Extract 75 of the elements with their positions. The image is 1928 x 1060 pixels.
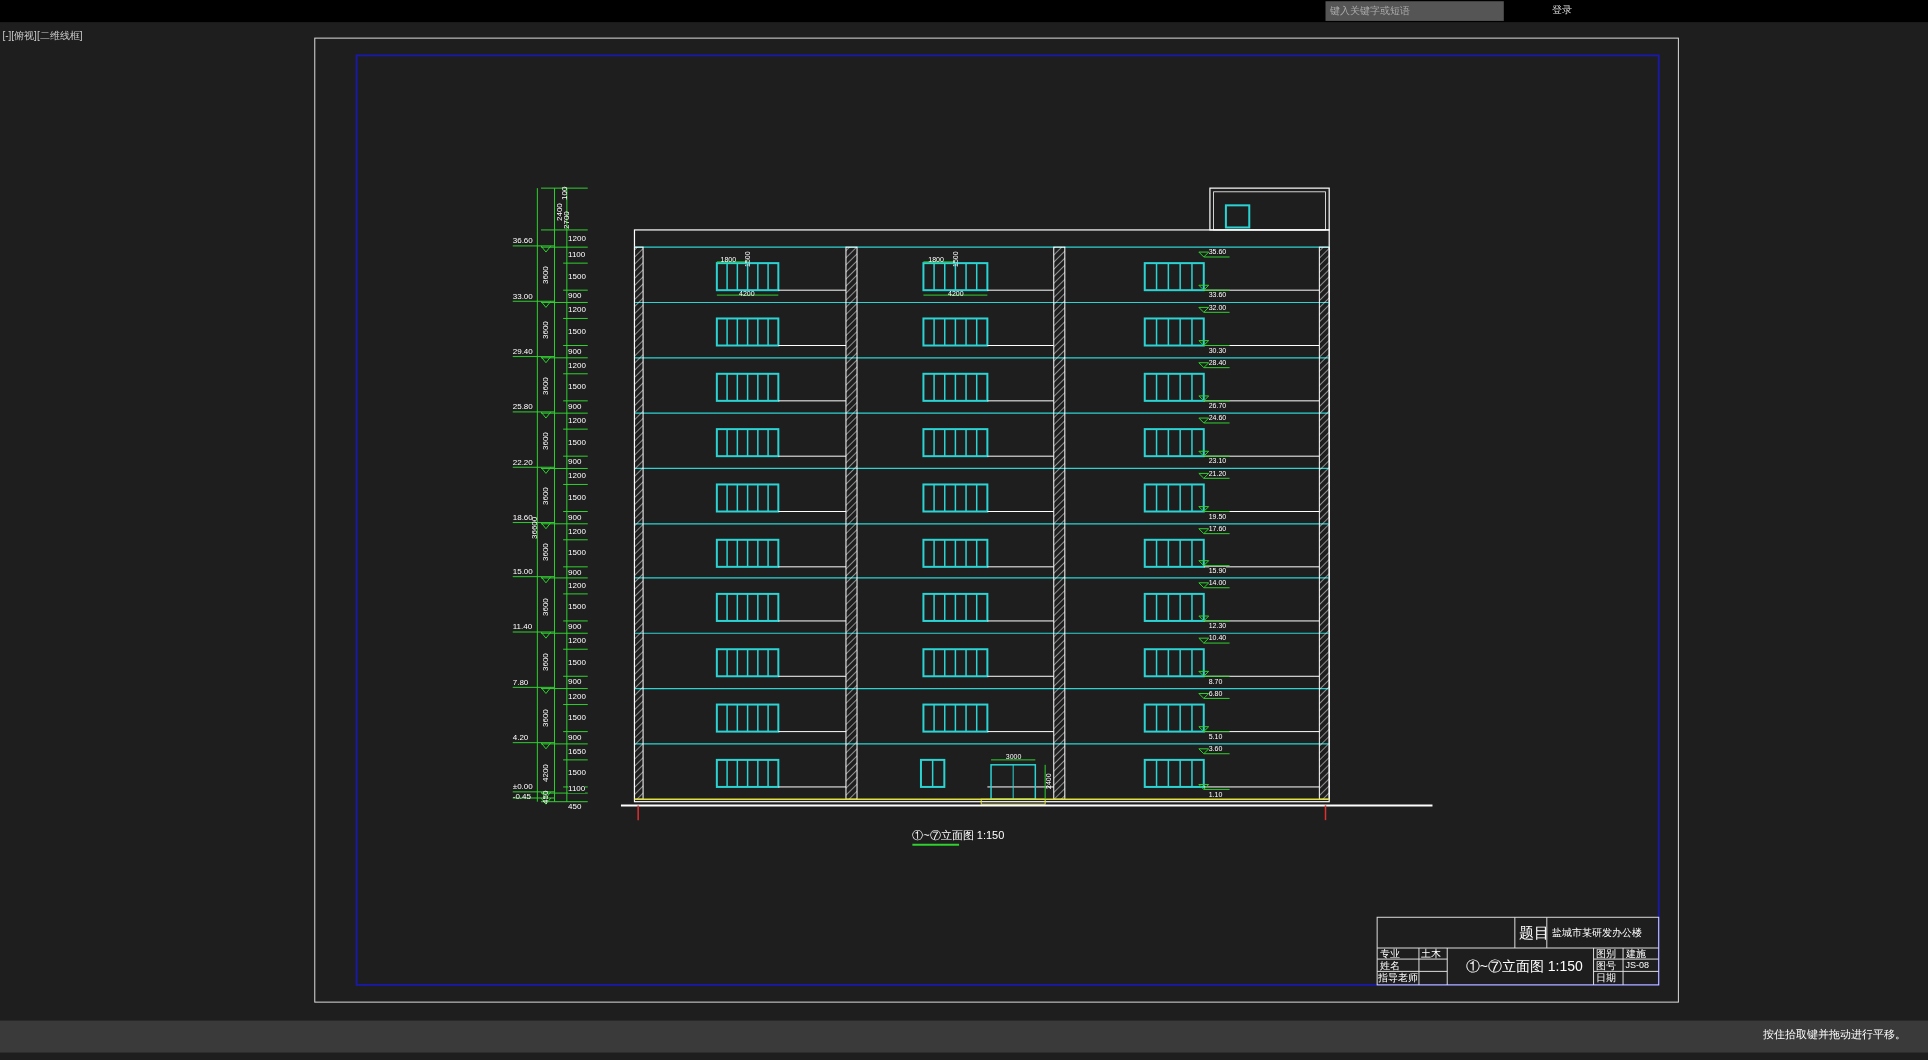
dimension-text: 900 bbox=[568, 513, 582, 522]
elevation-mark-label: -0.45 bbox=[512, 793, 531, 802]
status-message: 按住拾取键并拖动进行平移。 bbox=[1763, 1029, 1907, 1041]
dimension-text: 900 bbox=[568, 458, 582, 467]
viewport-label: [-][俯视][二维线框] bbox=[2, 30, 83, 41]
dimension-text: 1200 bbox=[568, 306, 586, 315]
elevation-mark-label: 29.40 bbox=[512, 347, 533, 356]
elevation-mark-label: 36.60 bbox=[512, 237, 533, 246]
dimension-text: 900 bbox=[568, 347, 582, 356]
dimension-text: 900 bbox=[568, 292, 582, 301]
title-block-text: 盐城市某研发办公楼 bbox=[1551, 928, 1642, 939]
elevation-mark-label: 22.20 bbox=[512, 458, 533, 467]
dimension-text: 100 bbox=[560, 187, 569, 201]
title-block-text: 图号 bbox=[1596, 960, 1616, 971]
dimension-text: 1200 bbox=[568, 361, 586, 370]
dimension-text: 900 bbox=[568, 733, 582, 742]
dimension-text: 4200 bbox=[542, 764, 551, 782]
title-block-text: 姓名 bbox=[1379, 960, 1400, 971]
dimension-text: 3600 bbox=[542, 487, 551, 506]
dimension-text: 1100 bbox=[568, 785, 586, 794]
title-block-text: JS-08 bbox=[1625, 960, 1650, 970]
dimension-text: 900 bbox=[568, 569, 582, 577]
dimension-text: 1200 bbox=[568, 637, 586, 646]
dimension-text: 1650 bbox=[568, 747, 586, 756]
elevation-mark-label: 4.20 bbox=[512, 734, 529, 743]
dimension-text: 1500 bbox=[568, 494, 586, 502]
dimension-text: 900 bbox=[568, 678, 582, 687]
dimension-text: 1500 bbox=[568, 383, 586, 392]
dimension-text: 3600 bbox=[542, 376, 551, 395]
dimension-text: 1500 bbox=[568, 272, 586, 281]
elevation-mark-label: 7.80 bbox=[512, 678, 529, 687]
dimension-text: 3600 bbox=[542, 708, 551, 727]
elevation-mark-label: 33.00 bbox=[512, 292, 533, 301]
dimension-text: 2400 bbox=[555, 203, 564, 222]
dimension-text: 1500 bbox=[568, 603, 586, 612]
dimension-text: 3600 bbox=[542, 266, 551, 285]
title-block-text: 指导老师 bbox=[1378, 973, 1419, 984]
dimension-text: 1200 bbox=[568, 692, 586, 701]
login-link: 登录 bbox=[1551, 4, 1572, 15]
dimension-text: 1200 bbox=[568, 581, 586, 590]
dimension-text: 1200 bbox=[568, 527, 586, 536]
dimension-text: 1200 bbox=[568, 234, 586, 243]
dimension-text: 1500 bbox=[568, 769, 586, 778]
title-block-title: ①~⑦立面图 1:150 bbox=[1465, 959, 1583, 974]
title-block-text: 专业 bbox=[1379, 949, 1400, 960]
drawing-title: ①~⑦立面图 1:150 bbox=[912, 829, 1005, 841]
dimension-text: 2700 bbox=[563, 210, 572, 229]
dimension-text: 1500 bbox=[568, 714, 586, 723]
dimension-text: 3600 bbox=[542, 432, 551, 450]
dimension-text: 1200 bbox=[568, 417, 586, 426]
search-placeholder: 键入关键字或短语 bbox=[1330, 6, 1411, 17]
dimension-text: 900 bbox=[568, 623, 582, 632]
dimension-text: 3600 bbox=[542, 653, 551, 672]
title-block-heading: 题目 bbox=[1518, 924, 1549, 940]
dimension-text: 1100 bbox=[568, 251, 586, 260]
elevation-mark-label: 15.00 bbox=[512, 568, 533, 577]
dimension-text: 1200 bbox=[568, 472, 586, 481]
dimension-text: 1500 bbox=[568, 549, 586, 558]
elevation-mark-label: 11.40 bbox=[512, 623, 533, 632]
dimension-text: 900 bbox=[568, 403, 582, 411]
dimension-text: 1500 bbox=[568, 658, 586, 667]
title-block-text: 建施 bbox=[1625, 949, 1646, 960]
dimension-text: 1500 bbox=[568, 438, 586, 447]
title-block-text: 图别 bbox=[1596, 949, 1616, 960]
dimension-text: 450 bbox=[542, 790, 551, 805]
title-block-text: 日期 bbox=[1596, 973, 1616, 984]
elevation-mark-label: ±0.00 bbox=[512, 783, 533, 792]
dimension-text: 3600 bbox=[542, 542, 551, 561]
elevation-mark-label: 18.60 bbox=[512, 513, 533, 522]
dimension-text: 3600 bbox=[542, 598, 551, 616]
dimension-text: 1500 bbox=[568, 328, 586, 336]
dimension-text: 450 bbox=[568, 802, 582, 811]
elevation-mark-label: 25.80 bbox=[512, 403, 533, 412]
dimension-text: 3600 bbox=[542, 321, 551, 340]
title-block-text: 土木 bbox=[1421, 949, 1442, 960]
